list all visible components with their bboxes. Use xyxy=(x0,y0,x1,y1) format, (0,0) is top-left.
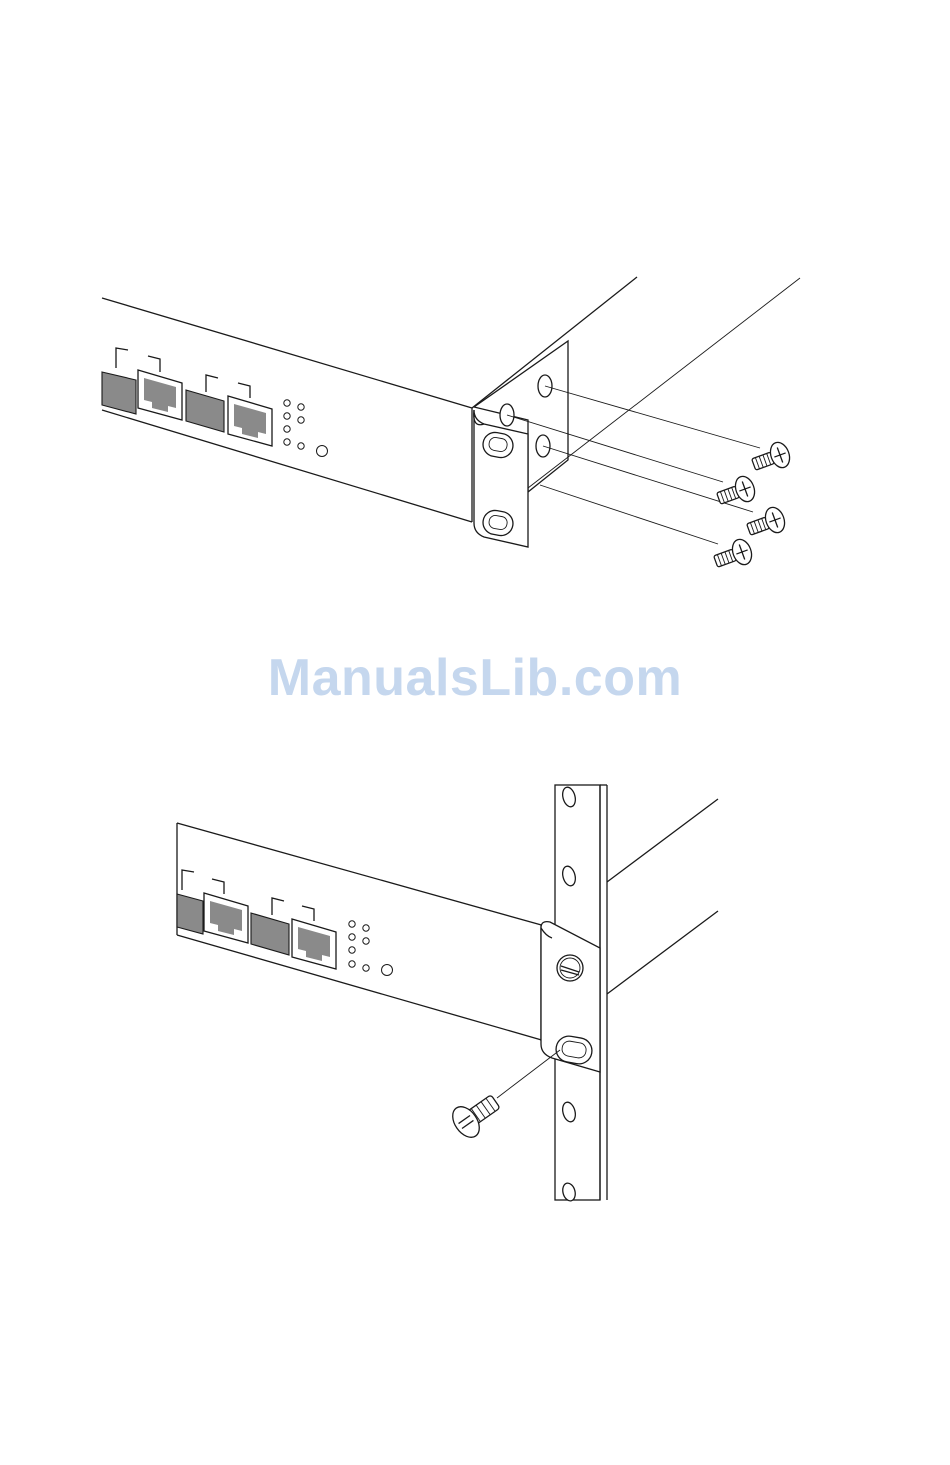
rack-screw xyxy=(447,1087,505,1142)
screw-4 xyxy=(711,537,755,574)
rack-side-edges xyxy=(607,799,718,994)
installed-screw xyxy=(557,955,583,981)
bracket-screws xyxy=(711,440,793,574)
figure-bracket-attach xyxy=(102,277,800,574)
status-leds xyxy=(284,400,328,457)
port-row xyxy=(102,370,272,446)
watermark-text: ManualsLib.com xyxy=(0,648,950,708)
rack-screw-guide-line xyxy=(497,1050,560,1098)
screw-1 xyxy=(749,440,793,477)
screw-3 xyxy=(744,505,788,542)
mounting-bracket-rack xyxy=(541,922,600,1072)
figure-rack-mount xyxy=(177,785,718,1202)
mounting-bracket xyxy=(474,341,568,547)
status-leds-rack xyxy=(349,921,393,976)
screw-2 xyxy=(714,474,758,511)
